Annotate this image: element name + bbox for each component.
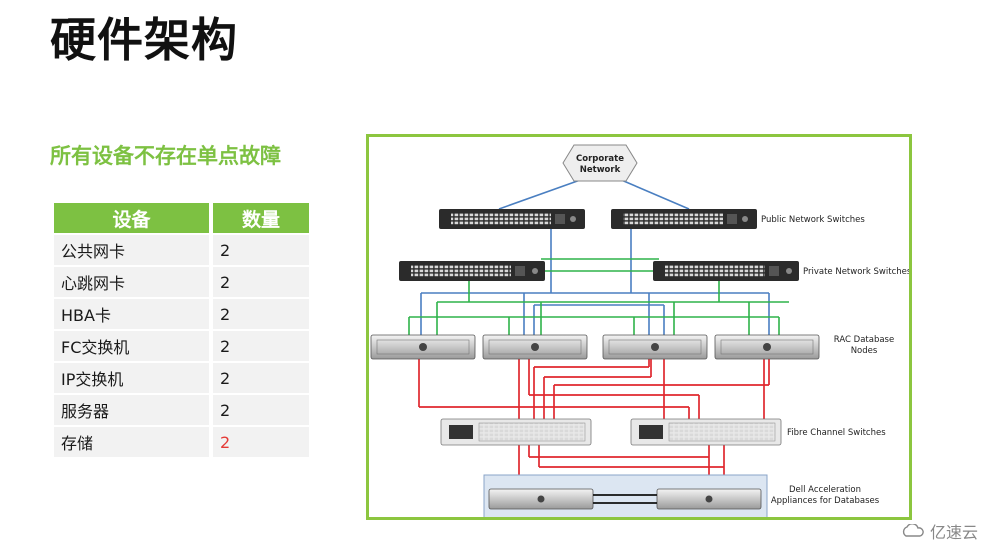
device-name: 公共网卡 — [54, 235, 213, 265]
fc-switch-2 — [630, 418, 782, 446]
device-count: 2 — [213, 427, 309, 457]
device-count: 2 — [213, 267, 309, 297]
table-row: FC交换机 2 — [54, 331, 309, 361]
table-row: 存储 2 — [54, 427, 309, 457]
device-count: 2 — [213, 331, 309, 361]
device-count: 2 — [213, 363, 309, 393]
table-row: 公共网卡 2 — [54, 235, 309, 265]
appliances-label-line1: Dell Acceleration — [789, 485, 861, 495]
public-network-links — [420, 229, 770, 335]
watermark-text: 亿速云 — [929, 523, 978, 542]
watermark: 亿速云 — [900, 519, 978, 543]
public-switch-2 — [611, 209, 757, 229]
fc-links — [418, 359, 770, 477]
corporate-network-line2: Network — [580, 165, 621, 175]
table-row: HBA卡 2 — [54, 299, 309, 329]
rac-nodes-label-line2: Nodes — [851, 346, 878, 356]
device-name: HBA卡 — [54, 299, 213, 329]
page-subtitle: 所有设备不存在单点故障 — [50, 144, 281, 168]
private-network-links — [408, 258, 789, 335]
device-count: 2 — [213, 395, 309, 425]
device-name: FC交换机 — [54, 331, 213, 361]
device-name: 服务器 — [54, 395, 213, 425]
cloud-logo-icon — [902, 524, 924, 537]
device-name: IP交换机 — [54, 363, 213, 393]
architecture-svg: Corporate Network Public Network Switche… — [370, 144, 909, 517]
private-switch-1 — [399, 261, 545, 281]
corporate-links — [498, 178, 690, 210]
device-table: 设备 数量 公共网卡 2 心跳网卡 2 HBA卡 2 FC交换机 2 IP交换机… — [54, 201, 309, 459]
device-name: 存储 — [54, 427, 213, 457]
public-switch-1 — [439, 209, 585, 229]
corporate-network-line1: Corporate — [576, 154, 624, 164]
table-header-row: 设备 数量 — [54, 203, 309, 233]
fc-switch-1 — [440, 418, 592, 446]
private-switches-label: Private Network Switches — [803, 267, 909, 277]
table-row: 服务器 2 — [54, 395, 309, 425]
corporate-network-node: Corporate Network — [562, 144, 638, 182]
header-count: 数量 — [213, 203, 309, 233]
device-count: 2 — [213, 235, 309, 265]
architecture-diagram: Corporate Network Public Network Switche… — [366, 134, 912, 520]
public-switches-label: Public Network Switches — [761, 215, 865, 225]
appliance-group — [483, 474, 768, 517]
device-count: 2 — [213, 299, 309, 329]
rac-nodes-label-line1: RAC Database — [834, 335, 894, 345]
appliances-label-line2: Appliances for Databases — [771, 496, 880, 506]
private-switch-2 — [653, 261, 799, 281]
rac-node-4 — [714, 334, 820, 360]
rac-node-1 — [370, 334, 476, 360]
device-name: 心跳网卡 — [54, 267, 213, 297]
rac-node-3 — [602, 334, 708, 360]
header-device: 设备 — [54, 203, 213, 233]
rac-node-2 — [482, 334, 588, 360]
page-title: 硬件架构 — [50, 13, 238, 67]
table-row: 心跳网卡 2 — [54, 267, 309, 297]
fc-switches-label: Fibre Channel Switches — [787, 428, 886, 438]
table-row: IP交换机 2 — [54, 363, 309, 393]
